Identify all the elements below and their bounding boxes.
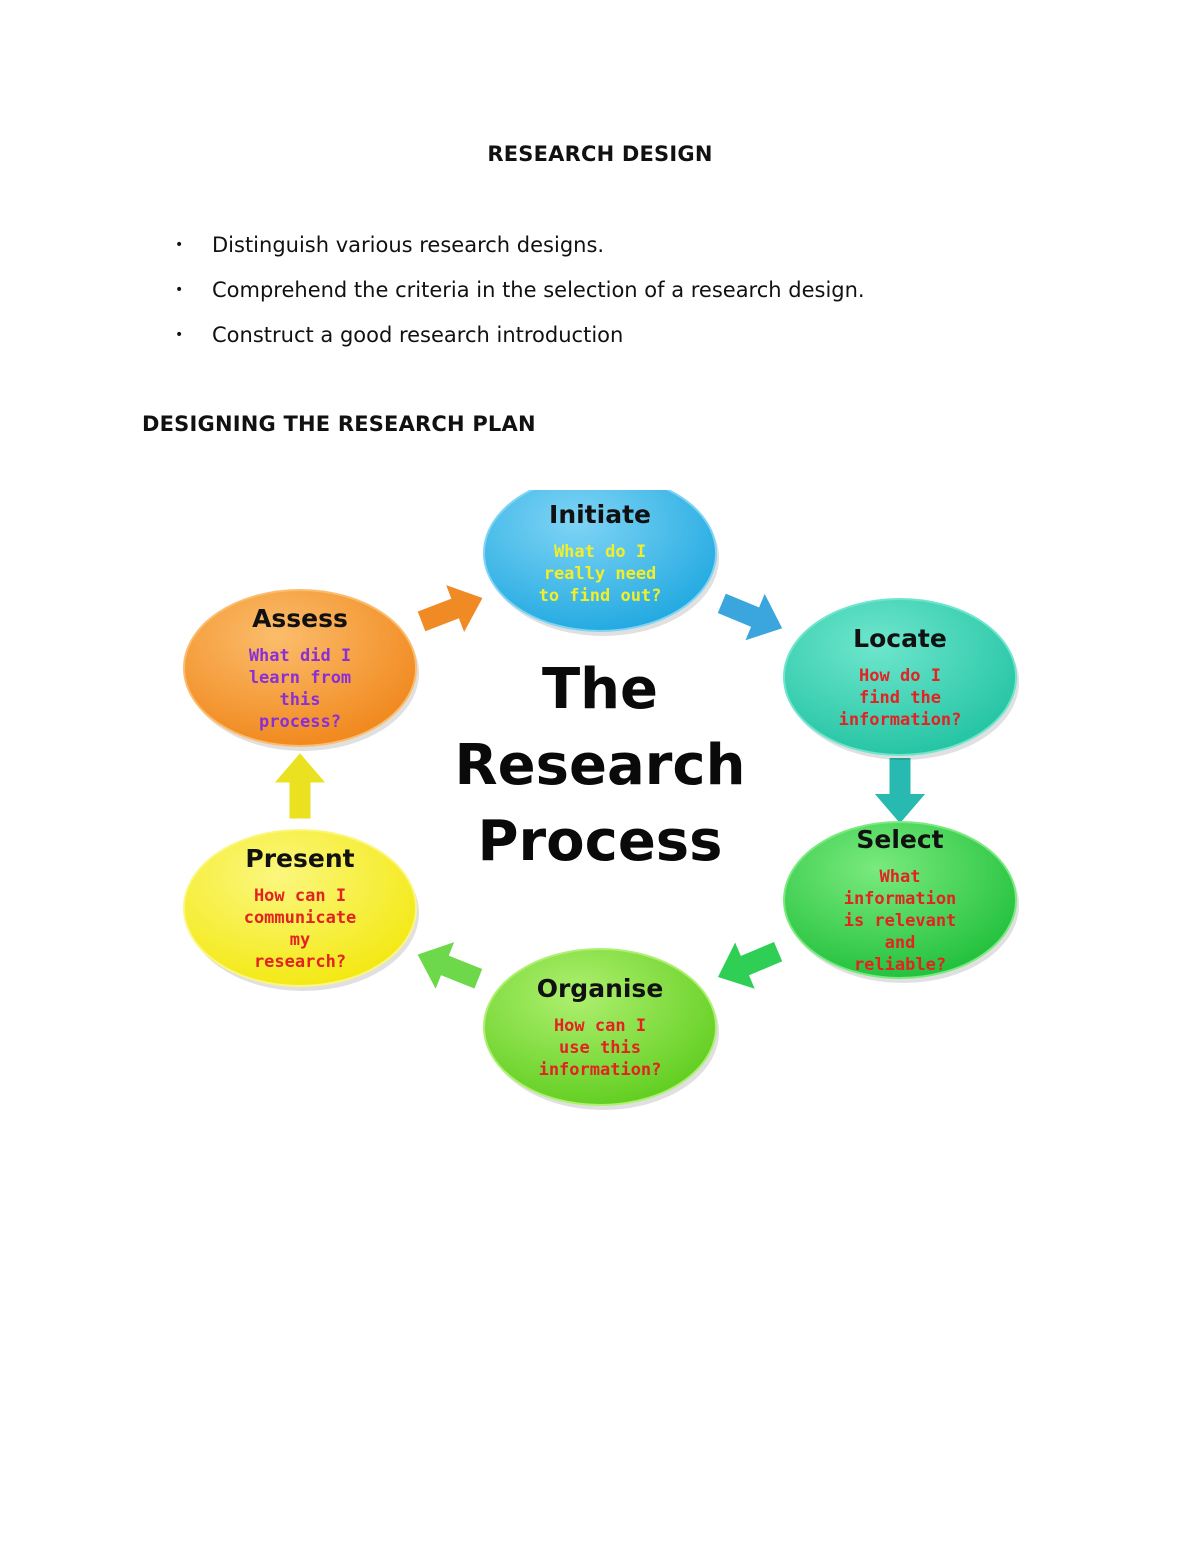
step-question-line: research? [254, 952, 346, 972]
step-question-line: find the [859, 688, 941, 708]
arrow-icon [417, 942, 483, 989]
step-ellipse [783, 598, 1017, 756]
step-question-line: What did I [249, 646, 351, 666]
step-title: Assess [252, 604, 348, 633]
step-question-line: to find out? [539, 586, 662, 606]
step-title: Select [856, 825, 943, 854]
objective-text: Distinguish various research designs. [212, 233, 605, 257]
step-question-line: process? [259, 712, 341, 732]
bullet-icon: • [175, 237, 184, 253]
step-question-line: information? [539, 1060, 662, 1080]
bullet-icon: • [175, 327, 184, 343]
step-question-line: How can I [554, 1016, 646, 1036]
step-question-line: use this [559, 1038, 641, 1058]
cycle-arrows [274, 585, 926, 989]
objective-text: Construct a good research introduction [212, 323, 624, 347]
center-title-line: The [542, 657, 658, 722]
page-title: RESEARCH DESIGN [487, 142, 713, 166]
step-title: Initiate [549, 500, 651, 529]
arrow-icon [717, 941, 783, 989]
step-ellipse [183, 829, 417, 987]
arrow-organise-to-present [417, 942, 483, 989]
arrow-select-to-organise [717, 941, 783, 989]
step-question-line: information? [839, 710, 962, 730]
step-question-line: learn from [249, 668, 351, 688]
step-question-line: and [885, 933, 916, 953]
step-question-line: What do I [554, 542, 646, 562]
step-question-line: reliable? [854, 955, 946, 975]
arrow-icon [717, 593, 783, 641]
step-question-line: communicate [244, 908, 357, 928]
step-question-line: How do I [859, 666, 941, 686]
step-question-line: this [280, 690, 321, 710]
center-title-line: Research [455, 733, 746, 798]
arrow-icon [274, 753, 326, 819]
objective-text: Comprehend the criteria in the selection… [212, 278, 865, 302]
step-ellipse [183, 589, 417, 747]
step-ellipse [483, 490, 717, 632]
step-question-line: really need [544, 564, 657, 584]
arrow-locate-to-select [874, 758, 926, 824]
step-question-line: my [290, 930, 310, 950]
step-question-line: What [880, 867, 921, 887]
center-title-line: Process [478, 809, 723, 874]
step-question-line: information [844, 889, 957, 909]
arrow-icon [417, 585, 483, 632]
step-ellipse [783, 821, 1017, 979]
step-title: Locate [853, 624, 947, 653]
section-heading: DESIGNING THE RESEARCH PLAN [142, 412, 536, 436]
arrow-icon [874, 758, 926, 824]
step-question-line: is relevant [844, 911, 957, 931]
step-title: Organise [537, 974, 664, 1003]
arrow-present-to-assess [274, 753, 326, 819]
step-ellipse [483, 948, 717, 1106]
arrow-initiate-to-locate [717, 593, 783, 641]
step-title: Present [245, 844, 354, 873]
arrow-assess-to-initiate [417, 585, 483, 632]
step-question-line: How can I [254, 886, 346, 906]
bullet-icon: • [175, 282, 184, 298]
